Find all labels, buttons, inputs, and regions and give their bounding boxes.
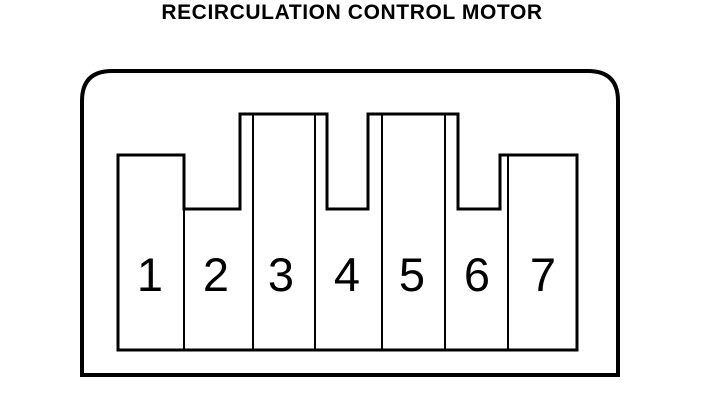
- pin-4-label: 4: [334, 248, 360, 301]
- pin-6-label: 6: [464, 248, 490, 301]
- pin-7-label: 7: [530, 248, 556, 301]
- pin-3-label: 3: [268, 248, 294, 301]
- diagram-title: RECIRCULATION CONTROL MOTOR: [161, 1, 543, 24]
- pin-5-label: 5: [399, 248, 425, 301]
- pin-2-label: 2: [203, 248, 229, 301]
- connector-housing-outline: [80, 69, 620, 377]
- pin-1-label: 1: [137, 248, 163, 301]
